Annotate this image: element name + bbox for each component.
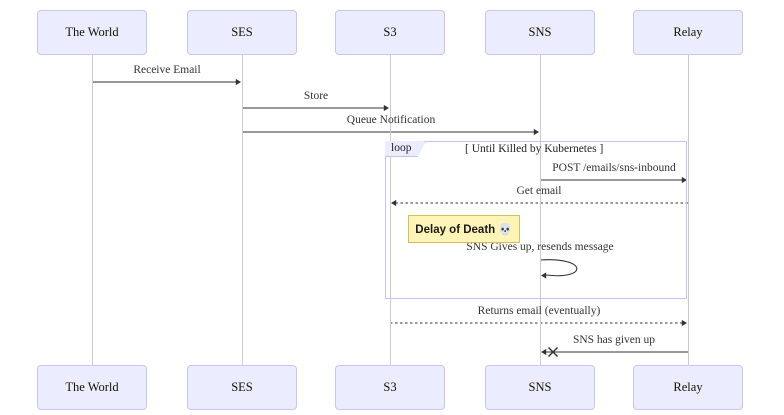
message-label-m8: SNS has given up: [572, 334, 656, 346]
participant-top-relay[interactable]: Relay: [633, 10, 743, 55]
note-delay-of-death: Delay of Death 💀: [408, 215, 520, 243]
message-label-m3: Queue Notification: [346, 114, 436, 126]
participant-bottom-sns[interactable]: SNS: [485, 365, 595, 410]
participant-top-s3[interactable]: S3: [335, 10, 445, 55]
participant-bottom-ses[interactable]: SES: [187, 365, 297, 410]
participant-bottom-s3[interactable]: S3: [335, 365, 445, 410]
participant-top-sns[interactable]: SNS: [485, 10, 595, 55]
lost-message-cross: [548, 347, 558, 357]
participant-label: S3: [383, 380, 397, 394]
loop-frame: [385, 141, 687, 299]
lifeline-world: [92, 55, 93, 365]
lifeline-relay: [688, 55, 689, 365]
loop-keyword: loop: [385, 141, 426, 157]
lifeline-sns: [540, 55, 541, 365]
participant-label: S3: [383, 25, 397, 39]
message-label-m4: POST /emails/sns-inbound: [552, 162, 676, 174]
message-label-m7: Returns email (eventually): [477, 305, 601, 317]
participant-bottom-world[interactable]: The World: [37, 365, 147, 410]
note-text: Delay of Death 💀: [415, 224, 513, 236]
participant-bottom-relay[interactable]: Relay: [633, 365, 743, 410]
message-label-m2: Store: [303, 90, 329, 102]
loop-condition: [ Until Killed by Kubernetes ]: [465, 143, 604, 155]
participant-label: SES: [231, 380, 253, 394]
participant-label: Relay: [673, 380, 703, 394]
lifeline-s3: [390, 55, 391, 365]
participant-top-world[interactable]: The World: [37, 10, 147, 55]
message-label-m1: Receive Email: [133, 64, 201, 76]
participant-label: SES: [231, 25, 253, 39]
participant-top-ses[interactable]: SES: [187, 10, 297, 55]
participant-label: SNS: [528, 380, 552, 394]
lifeline-ses: [242, 55, 243, 365]
participant-label: SNS: [528, 25, 552, 39]
message-label-m5: Get email: [516, 185, 562, 197]
participant-label: The World: [65, 380, 119, 394]
participant-label: The World: [65, 25, 119, 39]
message-label-m6: SNS Gives up, resends message: [466, 241, 614, 253]
participant-label: Relay: [673, 25, 703, 39]
